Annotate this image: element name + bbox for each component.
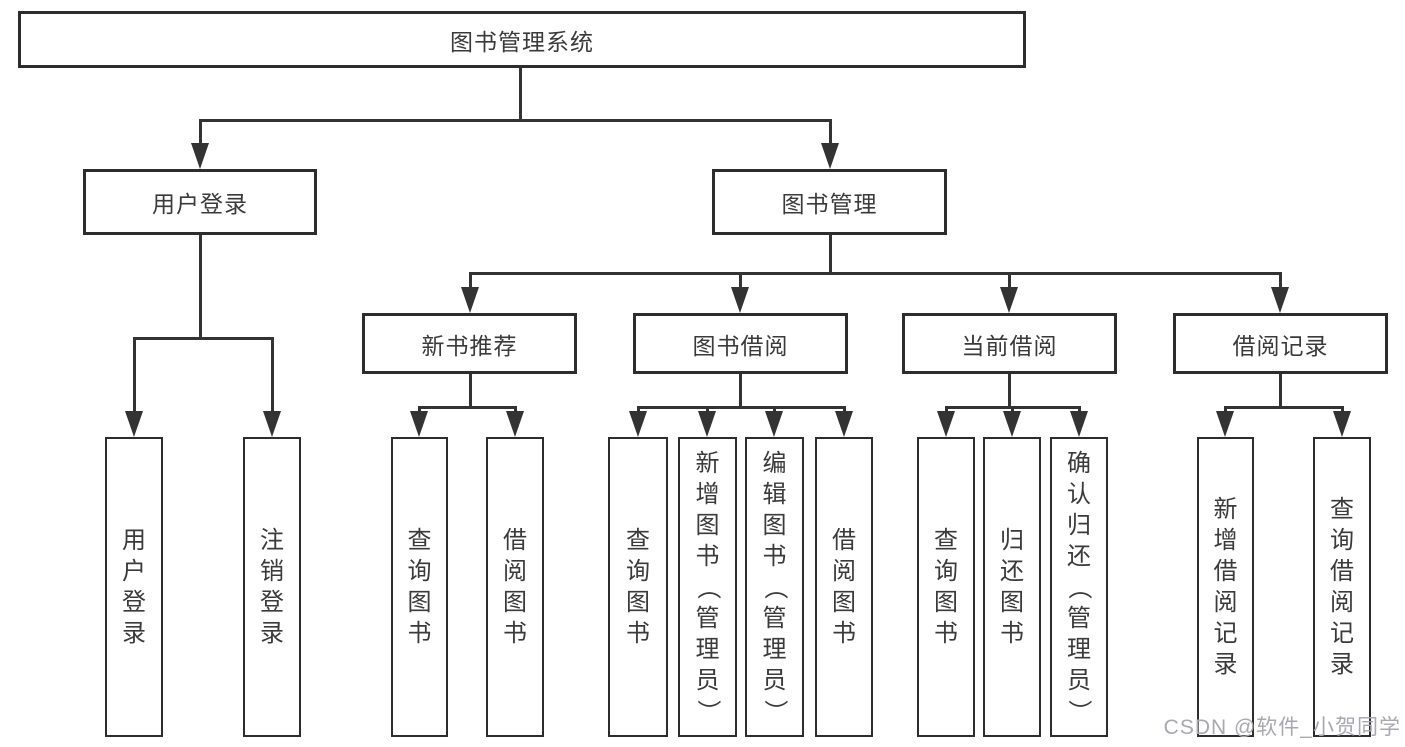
node-current-borrow: 当前借阅 <box>902 313 1117 374</box>
connector-line <box>637 406 640 414</box>
leaf-rr-query-record: 查询借阅记录 <box>1313 437 1371 737</box>
arrowhead-icon <box>506 411 524 437</box>
leaf-cur-confirm-return-admin: 确认归还（管理员） <box>1050 437 1108 737</box>
node-book-mgmt: 图书管理 <box>712 169 947 235</box>
connector-line <box>469 272 1282 275</box>
connector-line <box>637 406 846 409</box>
connector-line <box>469 272 472 290</box>
connector-line <box>199 234 202 340</box>
connector-line <box>739 373 742 409</box>
connector-line <box>829 119 832 145</box>
leaf-login-logout: 注销登录 <box>243 437 301 737</box>
connector-line <box>739 272 742 290</box>
connector-line <box>514 406 517 414</box>
node-borrow-records: 借阅记录 <box>1173 313 1388 374</box>
leaf-bb-add-books-admin: 新增图书（管理员） <box>678 437 737 737</box>
connector-line <box>271 337 274 413</box>
arrowhead-icon <box>731 287 749 313</box>
connector-line <box>843 406 846 414</box>
connector-line <box>1224 406 1227 414</box>
leaf-cur-return-books: 归还图书 <box>983 437 1041 737</box>
connector-line <box>418 406 517 409</box>
arrowhead-icon <box>410 411 428 437</box>
arrowhead-icon <box>765 411 783 437</box>
connector-line <box>1224 406 1344 409</box>
arrowhead-icon <box>698 411 716 437</box>
csdn-watermark: CSDN @软件_小贺同学 <box>1163 716 1401 739</box>
leaf-login-user: 用户登录 <box>105 437 163 737</box>
arrowhead-icon <box>835 411 853 437</box>
connector-line <box>1279 373 1282 409</box>
connector-line <box>1279 272 1282 290</box>
arrowhead-icon <box>1000 287 1018 313</box>
arrowhead-icon <box>821 143 839 169</box>
arrowhead-icon <box>1333 411 1351 437</box>
connector-line <box>1008 373 1011 409</box>
leaf-bb-edit-books-admin: 编辑图书（管理员） <box>745 437 804 737</box>
arrowhead-icon <box>629 411 647 437</box>
connector-line <box>199 119 831 122</box>
connector-line <box>418 406 421 414</box>
arrowhead-icon <box>1070 411 1088 437</box>
arrowhead-icon <box>937 411 955 437</box>
connector-line <box>133 337 274 340</box>
arrowhead-icon <box>191 143 209 169</box>
arrowhead-icon <box>125 411 143 437</box>
connector-line <box>1008 272 1011 290</box>
connector-line <box>1078 406 1081 414</box>
leaf-cur-query-books: 查询图书 <box>917 437 975 737</box>
arrowhead-icon <box>1271 287 1289 313</box>
leaf-bb-query-books: 查询图书 <box>608 437 668 737</box>
arrowhead-icon <box>461 287 479 313</box>
connector-line <box>469 373 472 409</box>
leaf-bb-borrow-books: 借阅图书 <box>815 437 873 737</box>
connector-line <box>773 406 776 414</box>
node-root: 图书管理系统 <box>18 11 1026 68</box>
node-user-login: 用户登录 <box>83 169 317 235</box>
connector-line <box>519 67 522 122</box>
arrowhead-icon <box>1003 411 1021 437</box>
connector-line <box>199 119 202 145</box>
connector-line <box>829 234 832 275</box>
connector-line <box>706 406 709 414</box>
arrowhead-icon <box>1216 411 1234 437</box>
leaf-rec-query-books: 查询图书 <box>391 437 448 737</box>
connector-line <box>1341 406 1344 414</box>
node-book-borrow: 图书借阅 <box>633 313 848 374</box>
arrowhead-icon <box>263 411 281 437</box>
connector-line <box>945 406 948 414</box>
leaf-rec-borrow-books: 借阅图书 <box>486 437 544 737</box>
node-new-book-rec: 新书推荐 <box>362 313 577 374</box>
connector-line <box>133 337 136 413</box>
leaf-rr-add-record: 新增借阅记录 <box>1197 437 1254 737</box>
connector-line <box>1011 406 1014 414</box>
